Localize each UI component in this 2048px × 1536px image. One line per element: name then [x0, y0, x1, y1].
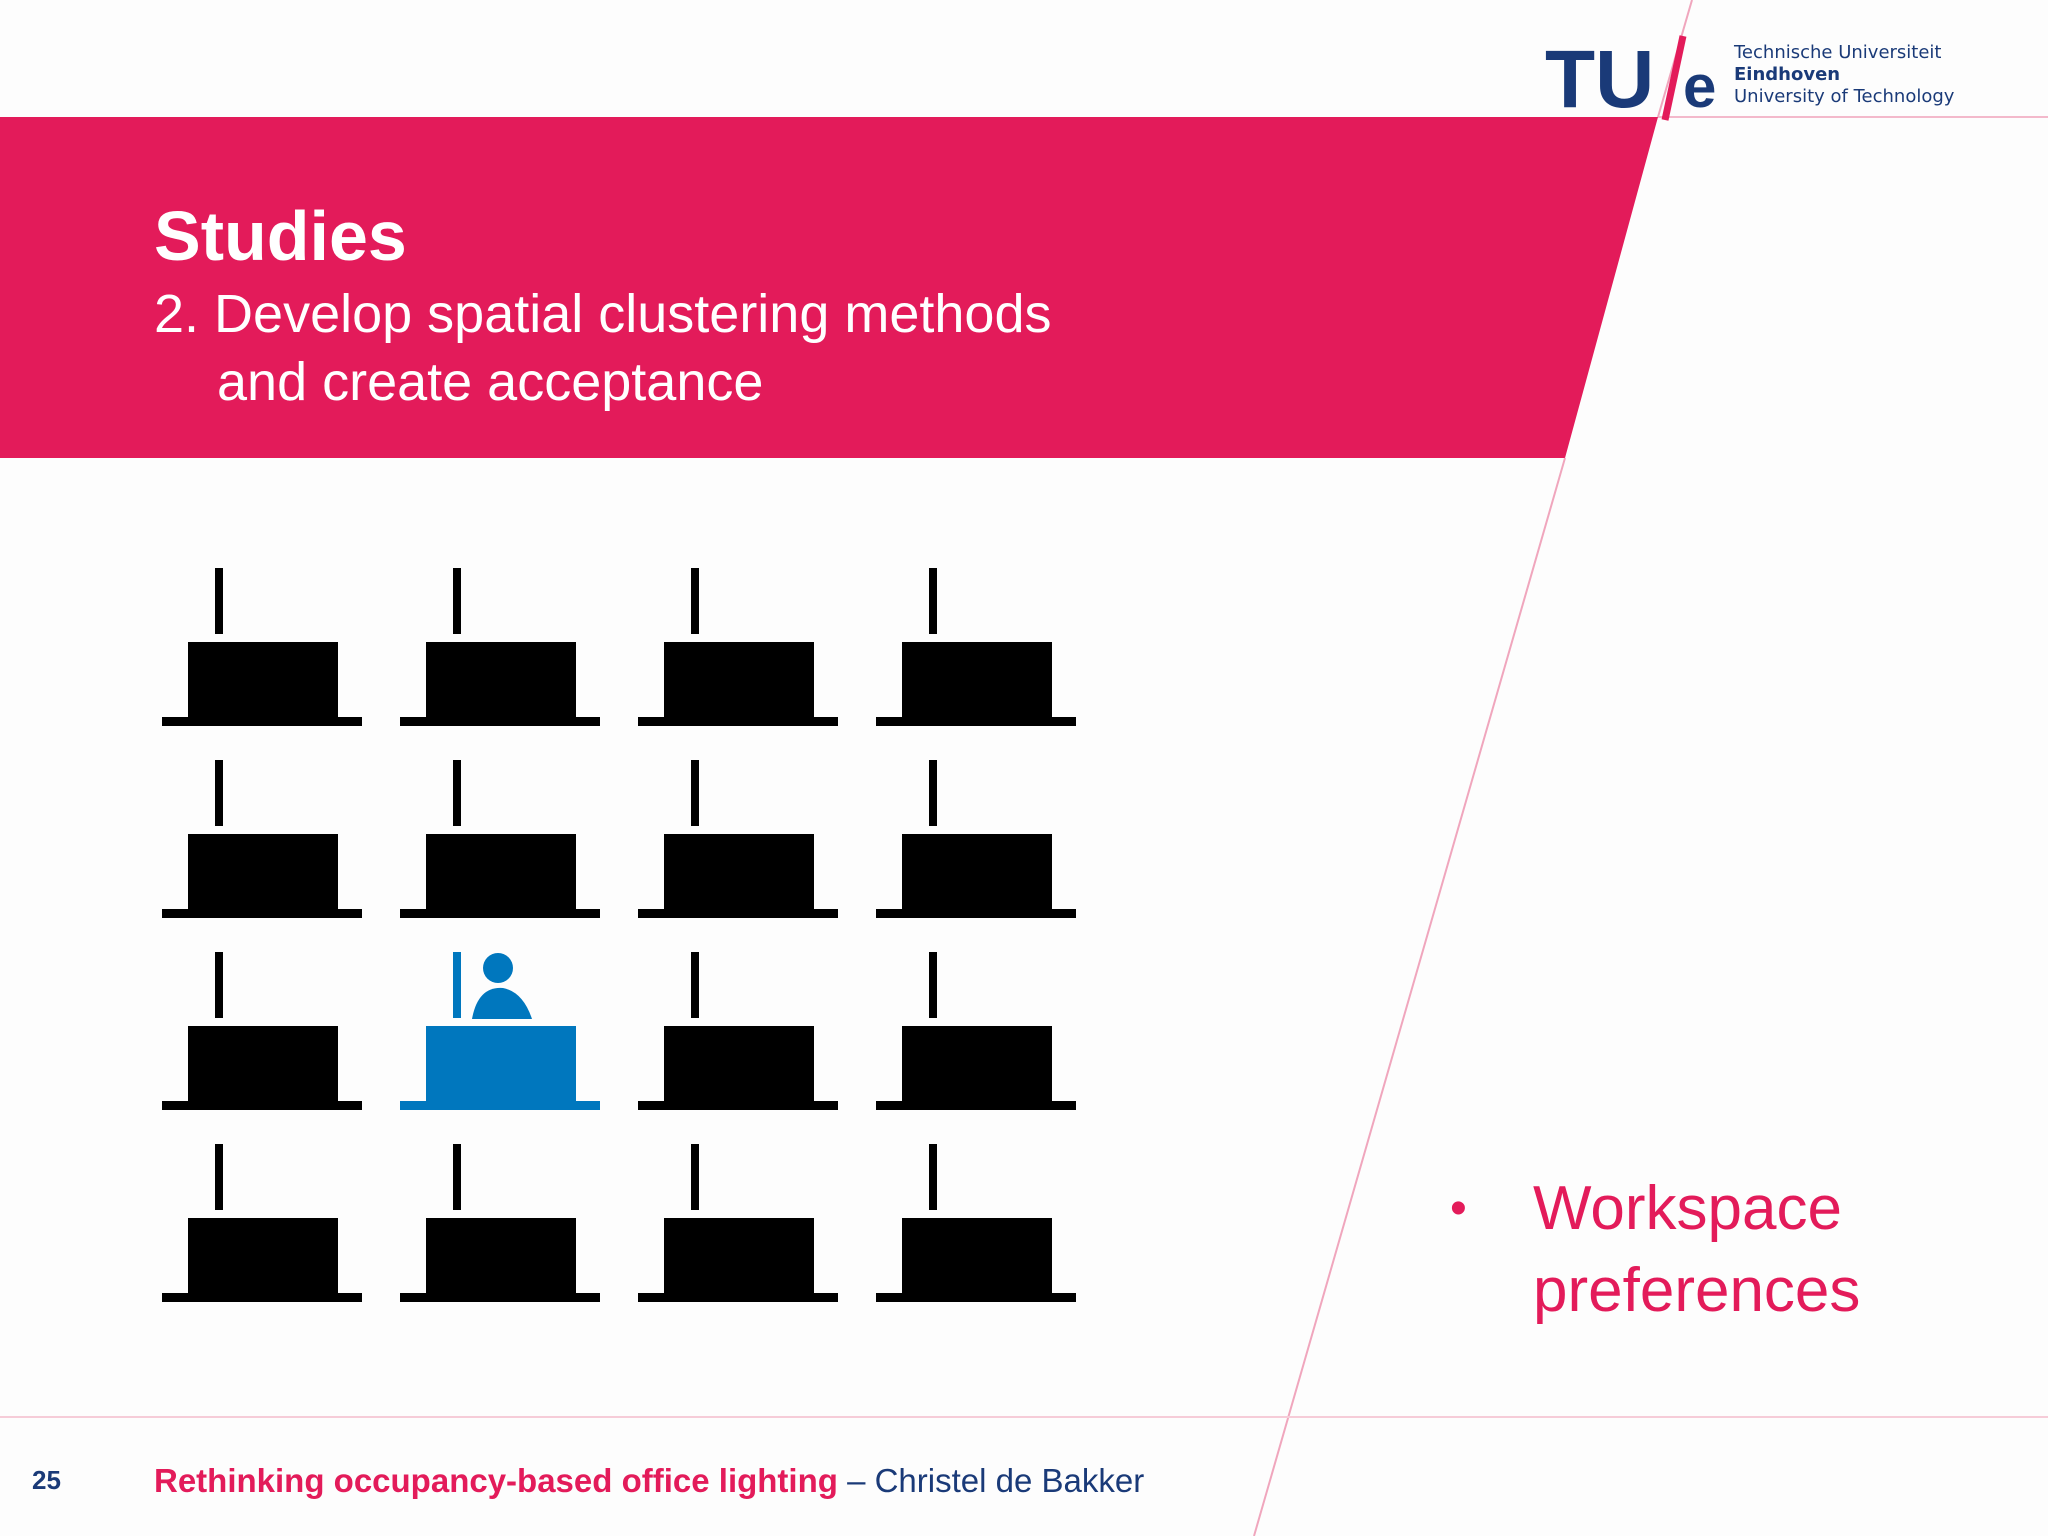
diagonal-rule-lower: [1253, 457, 1566, 1536]
monitor-icon: [691, 760, 699, 826]
desk-block: [426, 1218, 576, 1298]
desk-base: [400, 909, 600, 918]
subtitle-line-1: 2. Develop spatial clustering methods: [154, 284, 1052, 344]
desk: [876, 568, 1076, 726]
desk: [638, 760, 838, 918]
desk-base: [876, 909, 1076, 918]
monitor-icon: [929, 1144, 937, 1210]
desk: [638, 952, 838, 1110]
footer-caption: Rethinking occupancy-based office lighti…: [154, 1462, 1144, 1500]
monitor-icon: [691, 568, 699, 634]
desk: [162, 568, 362, 726]
desk: [400, 1144, 600, 1302]
desk-block: [902, 1218, 1052, 1298]
desk-base: [638, 909, 838, 918]
desk: [876, 760, 1076, 918]
desk-block: [188, 1218, 338, 1298]
desk-base: [876, 1293, 1076, 1302]
desk-block: [664, 1218, 814, 1298]
desk-block: [188, 1026, 338, 1106]
desk-block: [664, 1026, 814, 1106]
monitor-icon: [691, 1144, 699, 1210]
monitor-icon: [215, 568, 223, 634]
logo-slash: [1661, 35, 1687, 121]
desk-base: [162, 1293, 362, 1302]
desk-block: [902, 642, 1052, 722]
desk-base: [638, 717, 838, 726]
logo-tu-text: TU: [1545, 34, 1654, 125]
desk: [400, 760, 600, 918]
subtitle-line-2: and create acceptance: [217, 352, 764, 412]
monitor-icon: [215, 952, 223, 1018]
desk: [876, 1144, 1076, 1302]
desk: [638, 1144, 838, 1302]
person-head-icon: [483, 953, 513, 983]
desk-block: [902, 834, 1052, 914]
slide-number: 25: [32, 1465, 61, 1495]
title-banner: [0, 117, 1658, 458]
bullet-text: Workspace preferences: [1533, 1174, 1861, 1325]
desk-base: [400, 1293, 600, 1302]
monitor-icon: [453, 568, 461, 634]
monitor-icon: [215, 760, 223, 826]
desk: [162, 1144, 362, 1302]
desk: [400, 568, 600, 726]
footer-title: Rethinking occupancy-based office lighti…: [154, 1462, 838, 1499]
desk-block: [664, 642, 814, 722]
desk: [162, 952, 362, 1110]
desk-base: [876, 1101, 1076, 1110]
desk-base: [162, 717, 362, 726]
bullet-dot: •: [1450, 1182, 1467, 1235]
tue-logo-icon: TU e: [1545, 34, 1716, 125]
desk-base: [162, 1101, 362, 1110]
bullet-item: • Workspace preferences: [1450, 1168, 1893, 1332]
desk-block: [426, 642, 576, 722]
monitor-icon: [929, 568, 937, 634]
logo-line-2: Eindhoven: [1734, 64, 1841, 85]
desk-block: [902, 1026, 1052, 1106]
desk-block: [188, 834, 338, 914]
slide-title: Studies: [154, 197, 407, 275]
person-body-icon: [472, 987, 532, 1019]
desk-base: [400, 1101, 600, 1110]
desk: [638, 568, 838, 726]
desk-base: [162, 909, 362, 918]
monitor-icon: [215, 1144, 223, 1210]
monitor-icon: [929, 952, 937, 1018]
desk-base: [876, 717, 1076, 726]
desk: [876, 952, 1076, 1110]
monitor-icon: [453, 952, 461, 1018]
occupied-desk: [400, 952, 600, 1110]
logo-line-3: University of Technology: [1734, 86, 1955, 107]
logo-line-1: Technische Universiteit: [1734, 42, 1942, 63]
monitor-icon: [929, 760, 937, 826]
university-name: Technische Universiteit Eindhoven Univer…: [1734, 42, 1954, 108]
monitor-icon: [453, 760, 461, 826]
desk-grid-illustration: [162, 568, 1076, 1302]
monitor-icon: [691, 952, 699, 1018]
desk-block: [664, 834, 814, 914]
monitor-icon: [453, 1144, 461, 1210]
desk-block: [426, 1026, 576, 1106]
slide-subtitle: 2. Develop spatial clustering methods an…: [154, 280, 1052, 416]
logo-e-text: e: [1683, 53, 1716, 120]
footer-author: – Christel de Bakker: [837, 1462, 1145, 1499]
desk: [162, 760, 362, 918]
desk-base: [400, 717, 600, 726]
desk-block: [188, 642, 338, 722]
desk-base: [638, 1293, 838, 1302]
desk-block: [426, 834, 576, 914]
desk-base: [638, 1101, 838, 1110]
